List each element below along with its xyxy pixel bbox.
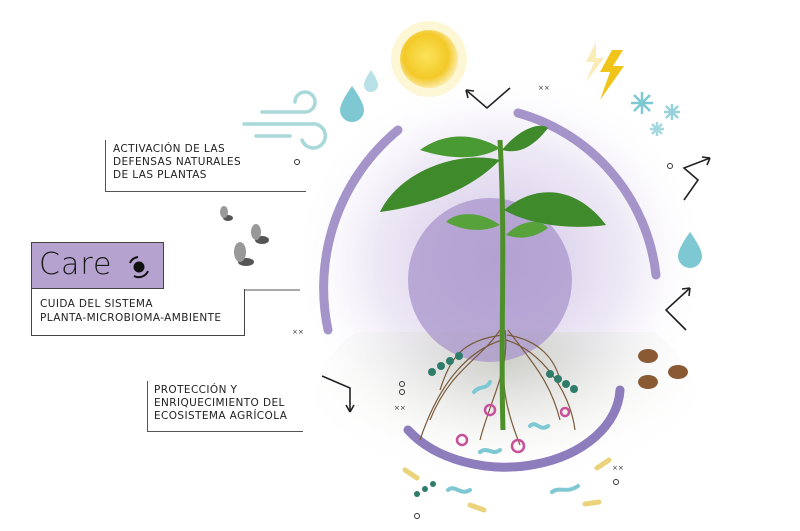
svg-text:××: ×× [292,328,304,336]
water-drop-icon [340,70,702,268]
arc-right [513,108,661,280]
label-line: ECOSISTEMA AGRÍCOLA [154,410,288,422]
label-frame-bottom [147,381,303,432]
snowflake-icon [631,92,680,136]
label-ecosystem-protection: PROTECCIÓN Y ENRIQUECIMIENTO DEL ECOSIST… [154,384,287,423]
dot-marks [294,159,673,519]
background-glow [290,70,710,510]
lightning-icon [586,42,624,100]
sun-icon [391,21,467,97]
label-frame-top [105,140,306,192]
center-circle [408,198,572,362]
beetle-icon [638,349,688,389]
mosquito-icon [220,206,269,266]
wind-icon [242,90,328,150]
label-line: PLANTA-MICROBIOMA-AMBIENTE [40,312,222,324]
label-line: DEFENSAS NATURALES [113,156,242,168]
plant-illustration [380,125,606,446]
label-line: ENRIQUECIMIENTO DEL [154,397,285,409]
cycle-arcs [319,108,661,472]
label-plant-microbiome-environment: CUIDA DEL SISTEMA PLANTA-MICROBIOMA-AMBI… [31,289,245,336]
care-brand-box: Care [31,242,164,289]
label-line: DE LAS PLANTAS [113,169,207,181]
microbes-icon [402,352,612,513]
arc-left [319,125,403,335]
arc-bottom [403,385,625,472]
svg-text:××: ×× [394,404,406,412]
label-line: PROTECCIÓN Y [154,384,238,396]
leaves [380,125,606,238]
label-defense-activation: ACTIVACIÓN DE LAS DEFENSAS NATURALES DE … [113,143,241,182]
label-line: CUIDA DEL SISTEMA [40,298,153,310]
sparkle-marks: ×× ×× ×× ×× [292,84,624,472]
arrow-icons [321,87,711,413]
stem [497,139,506,431]
brand-name: Care [39,247,113,282]
svg-text:××: ×× [538,84,550,92]
label-line: ACTIVACIÓN DE LAS [113,143,226,155]
svg-text:××: ×× [612,464,624,472]
care-logo-icon [129,256,149,279]
